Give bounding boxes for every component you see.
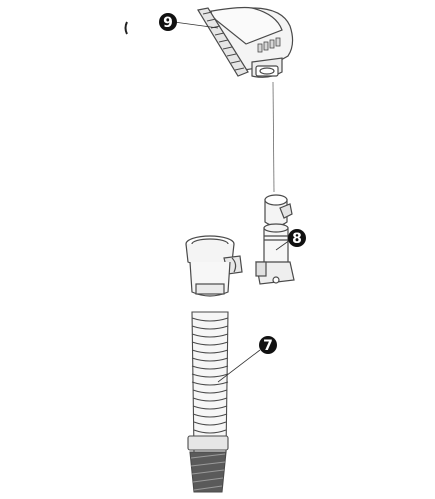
- callout-number-7: 7: [263, 338, 273, 354]
- leader-line-9: [173, 21, 219, 29]
- part-corrugated-hose: [187, 311, 229, 493]
- callout-badge-9: [159, 13, 177, 31]
- callout-number-8: 8: [292, 231, 302, 247]
- part-top-cap: [197, 6, 294, 78]
- stray-mark: [124, 21, 128, 35]
- callout-number-9: 9: [163, 15, 173, 31]
- callout-badge-8: [288, 229, 306, 247]
- leader-line-8: [275, 239, 291, 251]
- callout-badge-7: [259, 336, 277, 354]
- assembly-guide-line: [272, 81, 275, 193]
- part-valve-connector: [255, 194, 295, 285]
- part-hose-top-collar: [185, 235, 243, 297]
- leader-line-7: [217, 349, 261, 383]
